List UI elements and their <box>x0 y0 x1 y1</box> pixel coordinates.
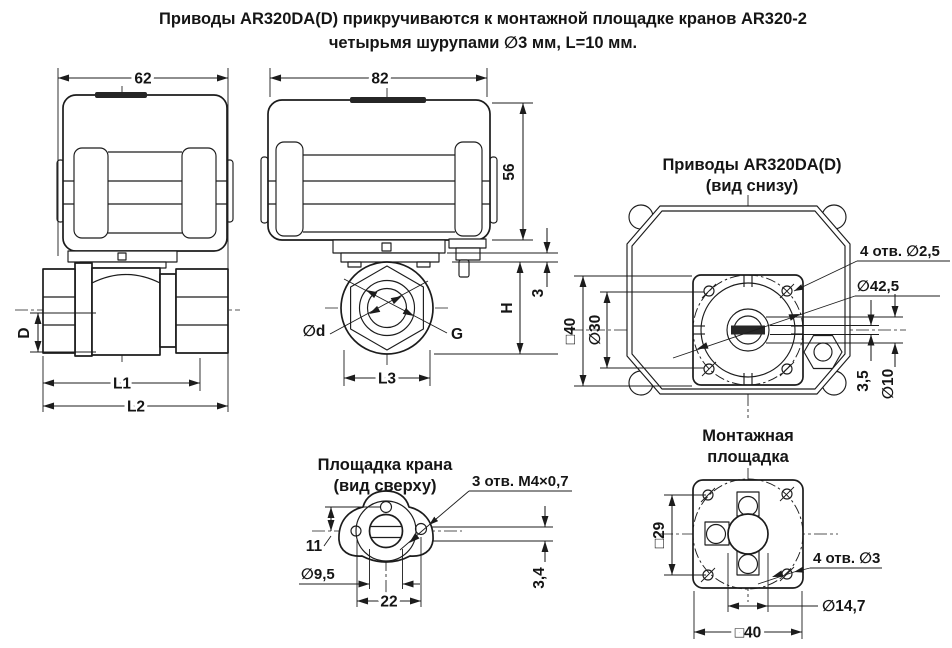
pad-hole-right <box>414 522 428 536</box>
drawing-title-line2: четырьмя шурупами ∅3 мм, L=10 мм. <box>329 34 637 52</box>
mount-holes-label: 4 отв. ∅3 <box>813 550 880 567</box>
bolt-circle <box>692 274 804 386</box>
actuator-top-cap <box>95 92 147 98</box>
drawing-title-line1: Приводы AR320DA(D) прикручиваются к монт… <box>159 10 807 28</box>
valve-hex-outline <box>350 265 424 351</box>
dim-3-label: 3 <box>530 288 547 297</box>
dim-d95-label: ∅9,5 <box>301 566 335 583</box>
dim-82-label: 82 <box>371 71 388 88</box>
actuator-top-cap <box>350 97 426 103</box>
bottom-view-title-line1: Приводы AR320DA(D) <box>662 156 841 174</box>
dim-35-label: 3,5 <box>855 370 872 392</box>
dim-d147-label: ∅14,7 <box>822 598 865 615</box>
mounting-pad-view: Монтажная площадка □29 4 отв. ∅3 <box>651 427 882 645</box>
dim-sq29-label: □29 <box>651 521 668 548</box>
hex-nut <box>803 334 843 370</box>
dim-d10-label: ∅10 <box>880 369 897 400</box>
dim-L3-label: L3 <box>378 371 396 388</box>
cable-gland <box>448 238 487 249</box>
holes-label: 4 отв. ∅2,5 <box>860 243 940 260</box>
valve-hex-left <box>42 268 76 354</box>
stem-slot <box>731 325 765 335</box>
screw-holes <box>701 283 795 377</box>
side-view: ∅d G 82 56 3 H L3 <box>260 67 558 391</box>
dim-34-label: 3,4 <box>531 567 548 589</box>
dim-sq40-outer-label: □40 <box>735 625 762 642</box>
valve-hex-right <box>175 268 229 354</box>
valve-pad-view: Площадка крана (вид сверху) 3 отв. M4×0,… <box>299 456 572 614</box>
valve-body <box>91 267 161 356</box>
circle-label: ∅42,5 <box>857 278 899 295</box>
actuator-clamp-right <box>181 147 217 239</box>
front-view: 62 D L1 L2 <box>15 67 240 419</box>
dim-62-label: 62 <box>134 71 151 88</box>
actuator-side-tab <box>260 156 269 224</box>
valve-end-circle <box>340 261 434 355</box>
actuator-side-tab <box>489 156 498 224</box>
mount-center-hole <box>727 513 769 555</box>
dim-D-label: D <box>16 327 33 338</box>
actuator-clamp-left <box>275 141 304 237</box>
pad-view-title-line2: (вид сверху) <box>333 477 436 495</box>
mount-view-title-line2: площадка <box>707 448 789 466</box>
pad-view-title-line1: Площадка крана <box>318 456 453 474</box>
dim-L2-label: L2 <box>127 399 145 416</box>
actuator-bottom-view: Приводы AR320DA(D) (вид снизу) <box>562 156 950 418</box>
dim-11-label: 11 <box>306 538 323 555</box>
pad-hole-left <box>350 525 362 537</box>
actuator-clamp-right <box>454 141 483 237</box>
dim-d-label: ∅d <box>303 323 326 340</box>
dim-d30-label: ∅30 <box>587 315 604 346</box>
valve-step <box>159 273 177 348</box>
mount-view-title-line1: Монтажная <box>702 427 794 445</box>
cable <box>458 259 470 278</box>
pad-hole-top <box>379 500 393 514</box>
dim-22-label: 22 <box>380 594 397 611</box>
pad-holes-label: 3 отв. M4×0,7 <box>472 473 569 490</box>
pad-center-circle <box>368 513 404 549</box>
dim-L1-label: L1 <box>113 376 131 393</box>
mount-bolt-circle <box>692 478 804 590</box>
bottom-view-title-line2: (вид снизу) <box>706 177 799 195</box>
actuator-clamp-left <box>73 147 109 239</box>
dim-G-label: G <box>451 326 463 343</box>
dim-sq40-label: □40 <box>562 318 579 345</box>
valve-flange <box>74 262 93 357</box>
dim-H-label: H <box>499 302 516 313</box>
dim-56-label: 56 <box>501 163 518 181</box>
